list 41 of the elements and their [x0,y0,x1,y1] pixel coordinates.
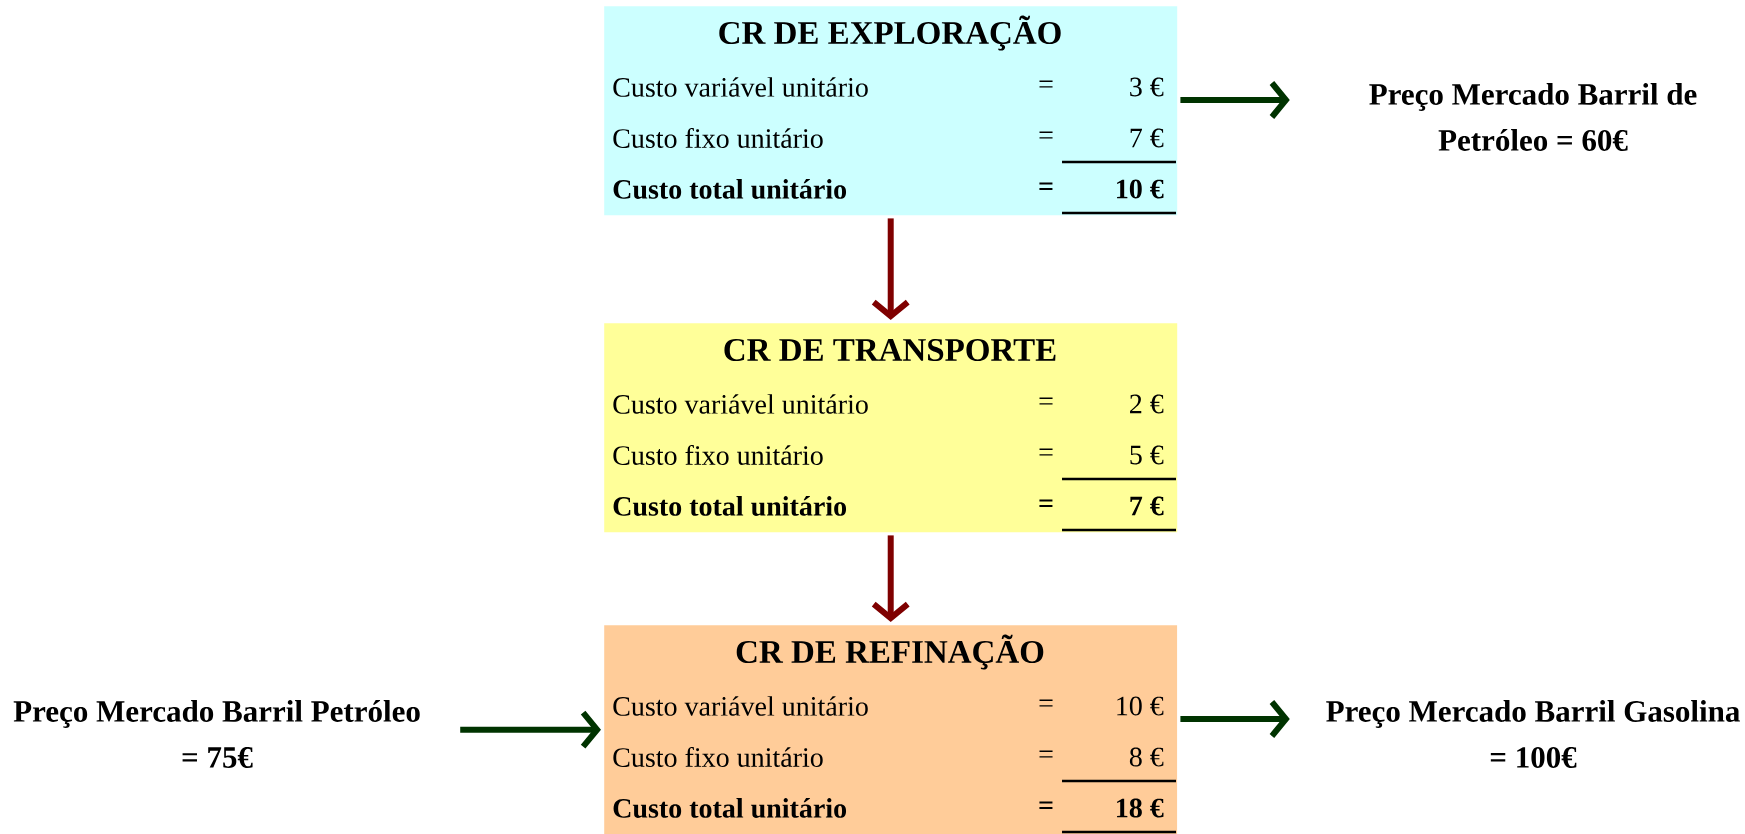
arrow [1180,700,1290,738]
box-heading: CR DE REFINAÇÃO [736,634,1044,670]
arrow [871,218,910,320]
row-label: Custo total unitário [613,179,847,199]
box-heading: CR DE EXPLORAÇÃO [719,15,1061,51]
equals-sign: = [1039,397,1053,405]
equals-sign: = [1039,801,1053,810]
row-label: Custo variável unitário [613,696,868,716]
row-label: Custo total unitário [613,496,847,516]
cost-box [604,323,1178,533]
row-label: Custo variável unitário [613,394,868,414]
cost-value: 18 € [1117,798,1164,818]
cost-value: 8 € [1129,747,1164,767]
equals-sign: = [1039,182,1053,191]
cost-value: 10 € [1117,179,1164,199]
cost-value: 7 € [1130,128,1164,148]
row-label: Custo fixo unitário [613,747,823,767]
arrow [460,710,601,749]
box-heading: CR DE TRANSPORTE [724,338,1056,362]
row-label: Custo fixo unitário [613,128,823,148]
equals-sign: = [1039,80,1053,88]
arrow [871,535,910,622]
arrow [1180,81,1290,119]
cost-box [604,6,1178,216]
equals-sign: = [1039,448,1053,456]
equals-sign: = [1039,499,1053,508]
cost-value: 7 € [1130,496,1164,516]
equals-sign: = [1039,699,1053,707]
cost-value: 5 € [1130,445,1164,465]
cost-value: 10 € [1117,696,1164,716]
cost-value: 3 € [1130,77,1164,97]
row-label: Custo variável unitário [613,77,868,97]
equals-sign: = [1039,131,1053,139]
row-label: Custo total unitário [613,798,847,818]
price-label: Preço Mercado Barril Petróleo = 75€ [13,700,420,768]
price-label: Preço Mercado Barril Gasolina = 100€ [1326,700,1740,768]
row-label: Custo fixo unitário [613,445,823,465]
equals-sign: = [1039,750,1053,758]
cost-box [604,625,1178,834]
price-label: Preço Mercado Barril de Petróleo = 60€ [1369,83,1697,151]
cost-value: 2 € [1130,394,1164,414]
